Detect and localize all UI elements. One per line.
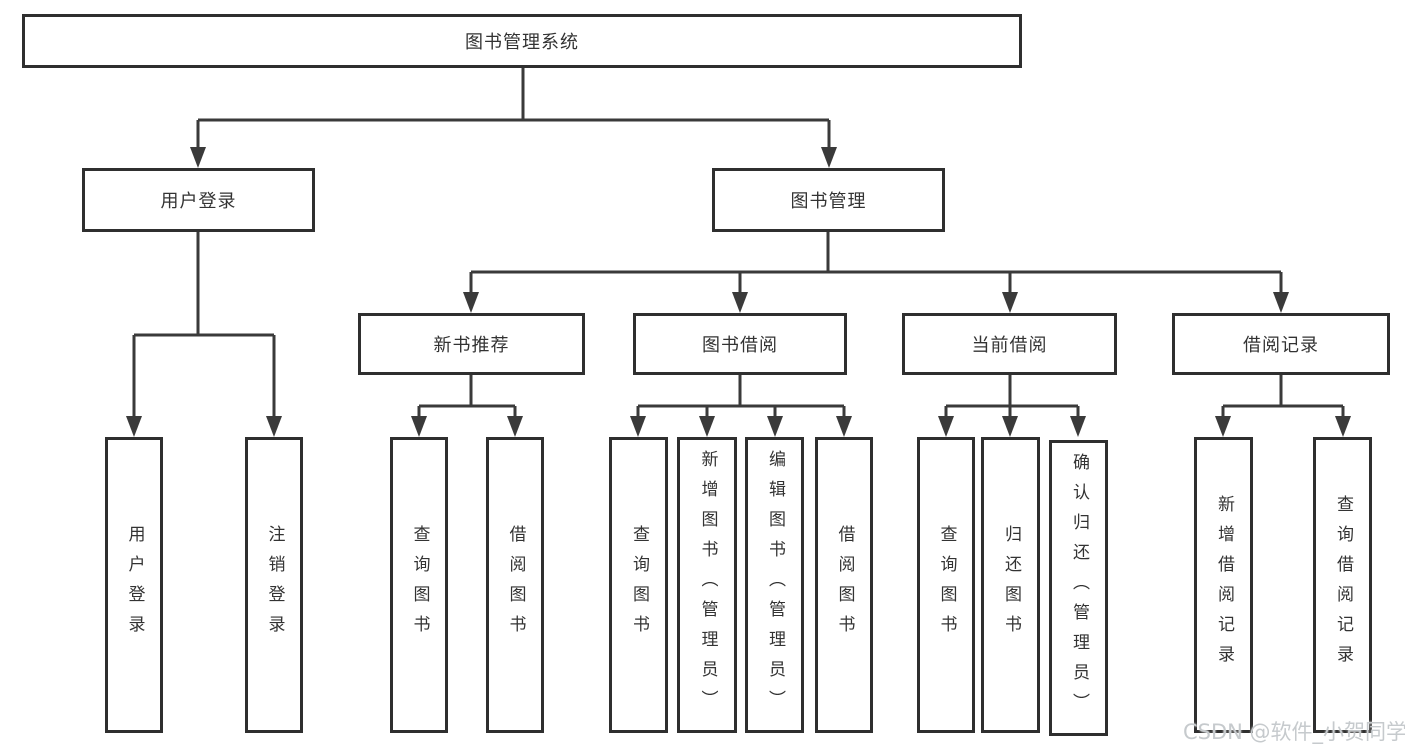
- leaf-rec-borrow-label: 借阅图书: [505, 525, 526, 645]
- leaf-cb-return: 归还图书: [981, 437, 1040, 733]
- leaf-cb-return-label: 归还图书: [1001, 525, 1021, 645]
- edge-new-book-rec-to-leaves: [411, 375, 523, 437]
- edge-root-to-level2: [190, 68, 837, 168]
- edge-book-mgmt-to-level3: [463, 232, 1289, 313]
- leaf-bb-query: 查询图书: [609, 437, 668, 733]
- leaf-rec-query-label: 查询图书: [409, 525, 430, 645]
- edge-user-login-to-leaves: [126, 232, 282, 437]
- leaf-bb-add: 新增图书（管理员）: [677, 437, 737, 733]
- leaf-br-add-label: 新增借阅记录: [1214, 495, 1234, 675]
- edge-current-borrow-to-leaves: [938, 375, 1086, 437]
- leaf-bb-add-label: 新增图书（管理员）: [697, 450, 718, 720]
- leaf-user-login-label: 用户登录: [124, 525, 145, 645]
- node-book-borrow-label: 图书借阅: [702, 335, 778, 356]
- node-user-login: 用户登录: [82, 168, 315, 232]
- leaf-br-query-label: 查询借阅记录: [1333, 495, 1353, 675]
- leaf-logout: 注销登录: [245, 437, 303, 733]
- leaf-br-query: 查询借阅记录: [1313, 437, 1372, 733]
- leaf-bb-query-label: 查询图书: [629, 525, 649, 645]
- node-book-borrow: 图书借阅: [633, 313, 847, 375]
- leaf-user-login: 用户登录: [105, 437, 163, 733]
- leaf-cb-confirm: 确认归还（管理员）: [1049, 440, 1108, 736]
- leaf-bb-borrow: 借阅图书: [815, 437, 873, 733]
- node-root: 图书管理系统: [22, 14, 1022, 68]
- leaf-cb-query: 查询图书: [917, 437, 975, 733]
- node-current-borrow: 当前借阅: [902, 313, 1117, 375]
- node-book-mgmt: 图书管理: [712, 168, 945, 232]
- edge-borrow-records-to-leaves: [1215, 375, 1351, 437]
- leaf-cb-confirm-label: 确认归还（管理员）: [1069, 453, 1089, 723]
- leaf-cb-query-label: 查询图书: [936, 525, 957, 645]
- node-book-mgmt-label: 图书管理: [790, 191, 867, 212]
- edge-book-borrow-to-leaves: [630, 375, 852, 437]
- leaf-br-add: 新增借阅记录: [1194, 437, 1253, 733]
- node-user-login-label: 用户登录: [160, 191, 237, 212]
- leaf-bb-edit-label: 编辑图书（管理员）: [765, 450, 785, 720]
- node-current-borrow-label: 当前借阅: [971, 335, 1048, 356]
- leaf-bb-edit: 编辑图书（管理员）: [745, 437, 804, 733]
- leaf-rec-borrow: 借阅图书: [486, 437, 544, 733]
- node-new-book-rec: 新书推荐: [358, 313, 585, 375]
- leaf-rec-query: 查询图书: [390, 437, 448, 733]
- leaf-logout-label: 注销登录: [264, 525, 285, 645]
- leaf-bb-borrow-label: 借阅图书: [834, 525, 855, 645]
- node-new-book-rec-label: 新书推荐: [433, 335, 510, 356]
- node-root-label: 图书管理系统: [465, 32, 579, 53]
- node-borrow-records-label: 借阅记录: [1243, 335, 1319, 356]
- node-borrow-records: 借阅记录: [1172, 313, 1390, 375]
- watermark: CSDN @软件_小贺同学: [1183, 720, 1405, 744]
